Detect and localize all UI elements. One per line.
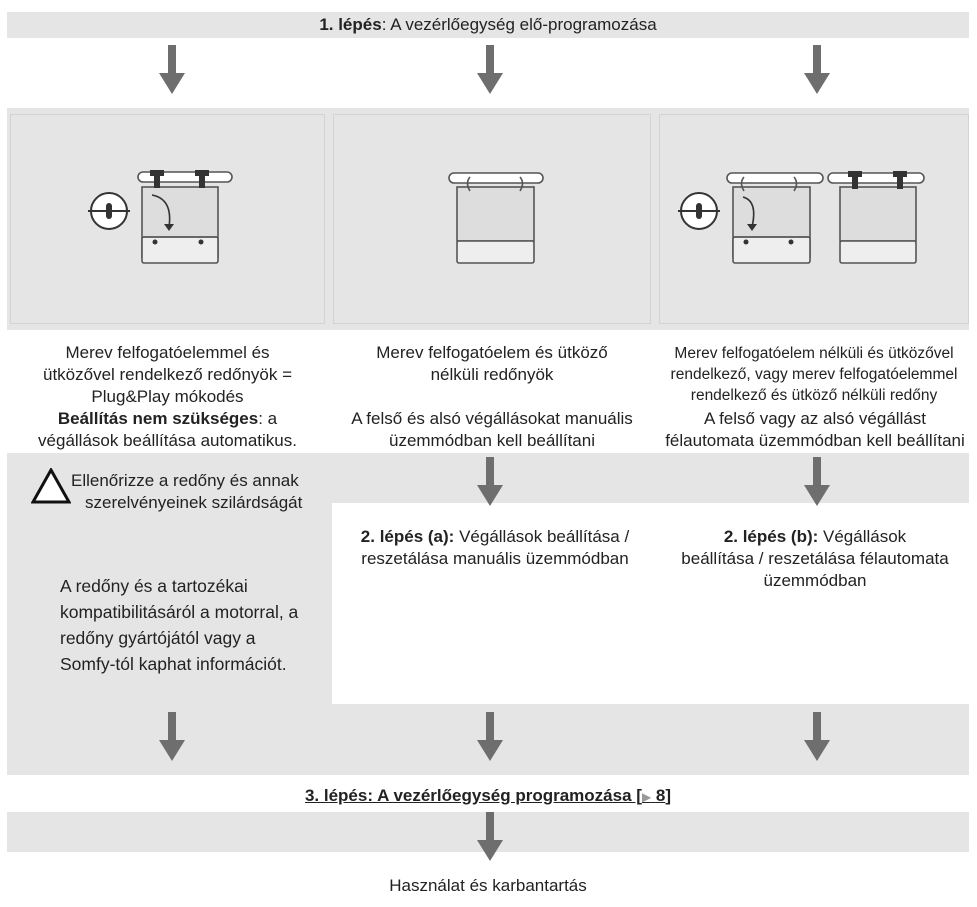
arrow-down-icon — [804, 712, 830, 761]
arrow-down-icon — [159, 45, 185, 94]
col3-title: Merev felfogatóelem nélküli és ütközővel… — [670, 345, 958, 404]
shutter-mixed-illustration — [678, 171, 925, 264]
arrow-down-icon — [804, 457, 830, 506]
arrow-down-icon — [159, 712, 185, 761]
shutter-with-fasteners-illustration — [88, 170, 233, 264]
triangle-right-icon: ▶ — [641, 790, 652, 804]
arrow-down-icon — [804, 45, 830, 94]
step1-text: : A vezérlőegység elő-programozása — [381, 15, 657, 34]
arrow-down-icon — [477, 712, 503, 761]
step2a: 2. lépés (a): Végállások beállítása / re… — [360, 527, 630, 568]
warning-text: Ellenőrizze a redőny és annak szerelvény… — [71, 471, 303, 512]
col2-setting: A felső és alsó végállásokat manuális üz… — [351, 409, 633, 450]
panel-no-rigid-no-stop — [333, 114, 651, 324]
step2-band-top — [332, 453, 969, 503]
shutter-without-fasteners-illustration — [448, 172, 544, 264]
step1-label: 1. lépés — [319, 15, 382, 34]
final-text: Használat és karbantartás — [389, 876, 587, 895]
col2-title: Merev felfogatóelem és ütköző nélküli re… — [376, 343, 608, 384]
step1-title: 1. lépés: A vezérlőegység elő-programozá… — [7, 14, 969, 36]
step2b: 2. lépés (b): Végállások beállítása / re… — [681, 527, 949, 590]
step3-link[interactable]: 3. lépés: A vezérlőegység programozása [… — [304, 786, 672, 805]
arrow-down-icon — [477, 812, 503, 861]
col1-setting: Beállítás nem szükséges: a végállások be… — [38, 409, 297, 450]
step3-title[interactable]: 3. lépés: A vezérlőegység programozása [… — [7, 785, 969, 808]
panel-mixed — [659, 114, 969, 324]
panel-rigid-with-stop — [10, 114, 325, 324]
warning-triangle-icon — [31, 468, 71, 504]
arrow-down-icon — [477, 457, 503, 506]
arrow-down-icon — [477, 45, 503, 94]
col1-title: Merev felfogatóelemmel és ütközővel rend… — [42, 343, 292, 406]
step1-band — [7, 12, 969, 38]
col3-setting: A felső vagy az alsó végállást félautoma… — [665, 409, 965, 450]
warning-info: A redőny és a tartozékai kompatibilitásá… — [60, 576, 299, 674]
